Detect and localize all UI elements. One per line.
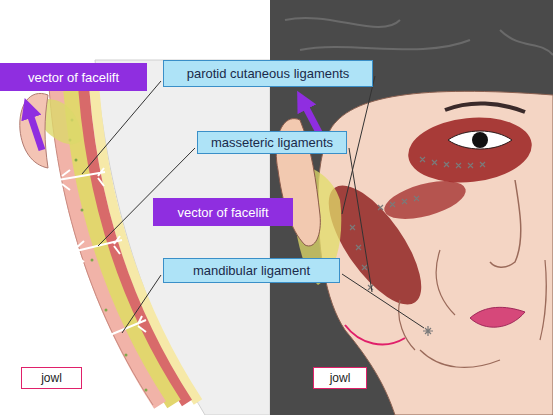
jowl-label: jowl bbox=[313, 367, 367, 389]
face bbox=[285, 18, 553, 55]
facelift-arrow bbox=[28, 108, 42, 150]
cross-section bbox=[75, 159, 78, 162]
face bbox=[448, 131, 512, 149]
box-label: masseteric ligaments bbox=[211, 135, 333, 150]
box-label: parotid cutaneous ligaments bbox=[187, 66, 350, 81]
ligament-label: mandibular ligament bbox=[163, 258, 340, 283]
ligament bbox=[98, 316, 146, 348]
facelift-arrow bbox=[28, 108, 42, 150]
cross-section bbox=[105, 309, 108, 312]
box-label: vector of facelift bbox=[28, 70, 119, 85]
leader-line bbox=[82, 76, 424, 333]
face bbox=[445, 103, 525, 112]
cross-section bbox=[20, 93, 48, 168]
face bbox=[470, 307, 525, 327]
cross-section bbox=[81, 209, 84, 212]
face bbox=[345, 325, 405, 344]
face bbox=[472, 132, 488, 148]
box-label: jowl bbox=[330, 371, 351, 385]
leader-line bbox=[122, 275, 161, 333]
box-label: jowl bbox=[41, 371, 62, 385]
box-label: mandibular ligament bbox=[193, 263, 310, 278]
face bbox=[380, 174, 469, 227]
cross-section bbox=[20, 60, 270, 415]
vector-label: vector of facelift bbox=[0, 63, 147, 91]
leader-line bbox=[82, 81, 161, 174]
leader-line bbox=[98, 148, 195, 246]
ligament-label: masseteric ligaments bbox=[197, 131, 347, 154]
face bbox=[405, 112, 535, 189]
stitch-mark bbox=[350, 225, 373, 290]
stitch-mark bbox=[420, 157, 485, 168]
leader-line bbox=[342, 274, 424, 328]
ligament bbox=[58, 168, 105, 190]
ligament bbox=[72, 236, 122, 262]
face bbox=[490, 180, 521, 267]
face bbox=[399, 250, 547, 367]
stitch-mark bbox=[423, 326, 433, 336]
cross-section bbox=[69, 119, 148, 392]
leader-line bbox=[349, 148, 372, 292]
vector-label: vector of facelift bbox=[153, 198, 293, 226]
cross-section bbox=[145, 389, 148, 392]
box-label: vector of facelift bbox=[177, 205, 268, 220]
jowl-label: jowl bbox=[21, 367, 82, 389]
cross-section bbox=[125, 354, 128, 357]
stitch-mark bbox=[378, 196, 419, 210]
ligament-label: parotid cutaneous ligaments bbox=[163, 60, 373, 87]
ligament bbox=[58, 168, 146, 348]
cross-section bbox=[91, 259, 94, 262]
stitch-mark bbox=[350, 157, 485, 336]
